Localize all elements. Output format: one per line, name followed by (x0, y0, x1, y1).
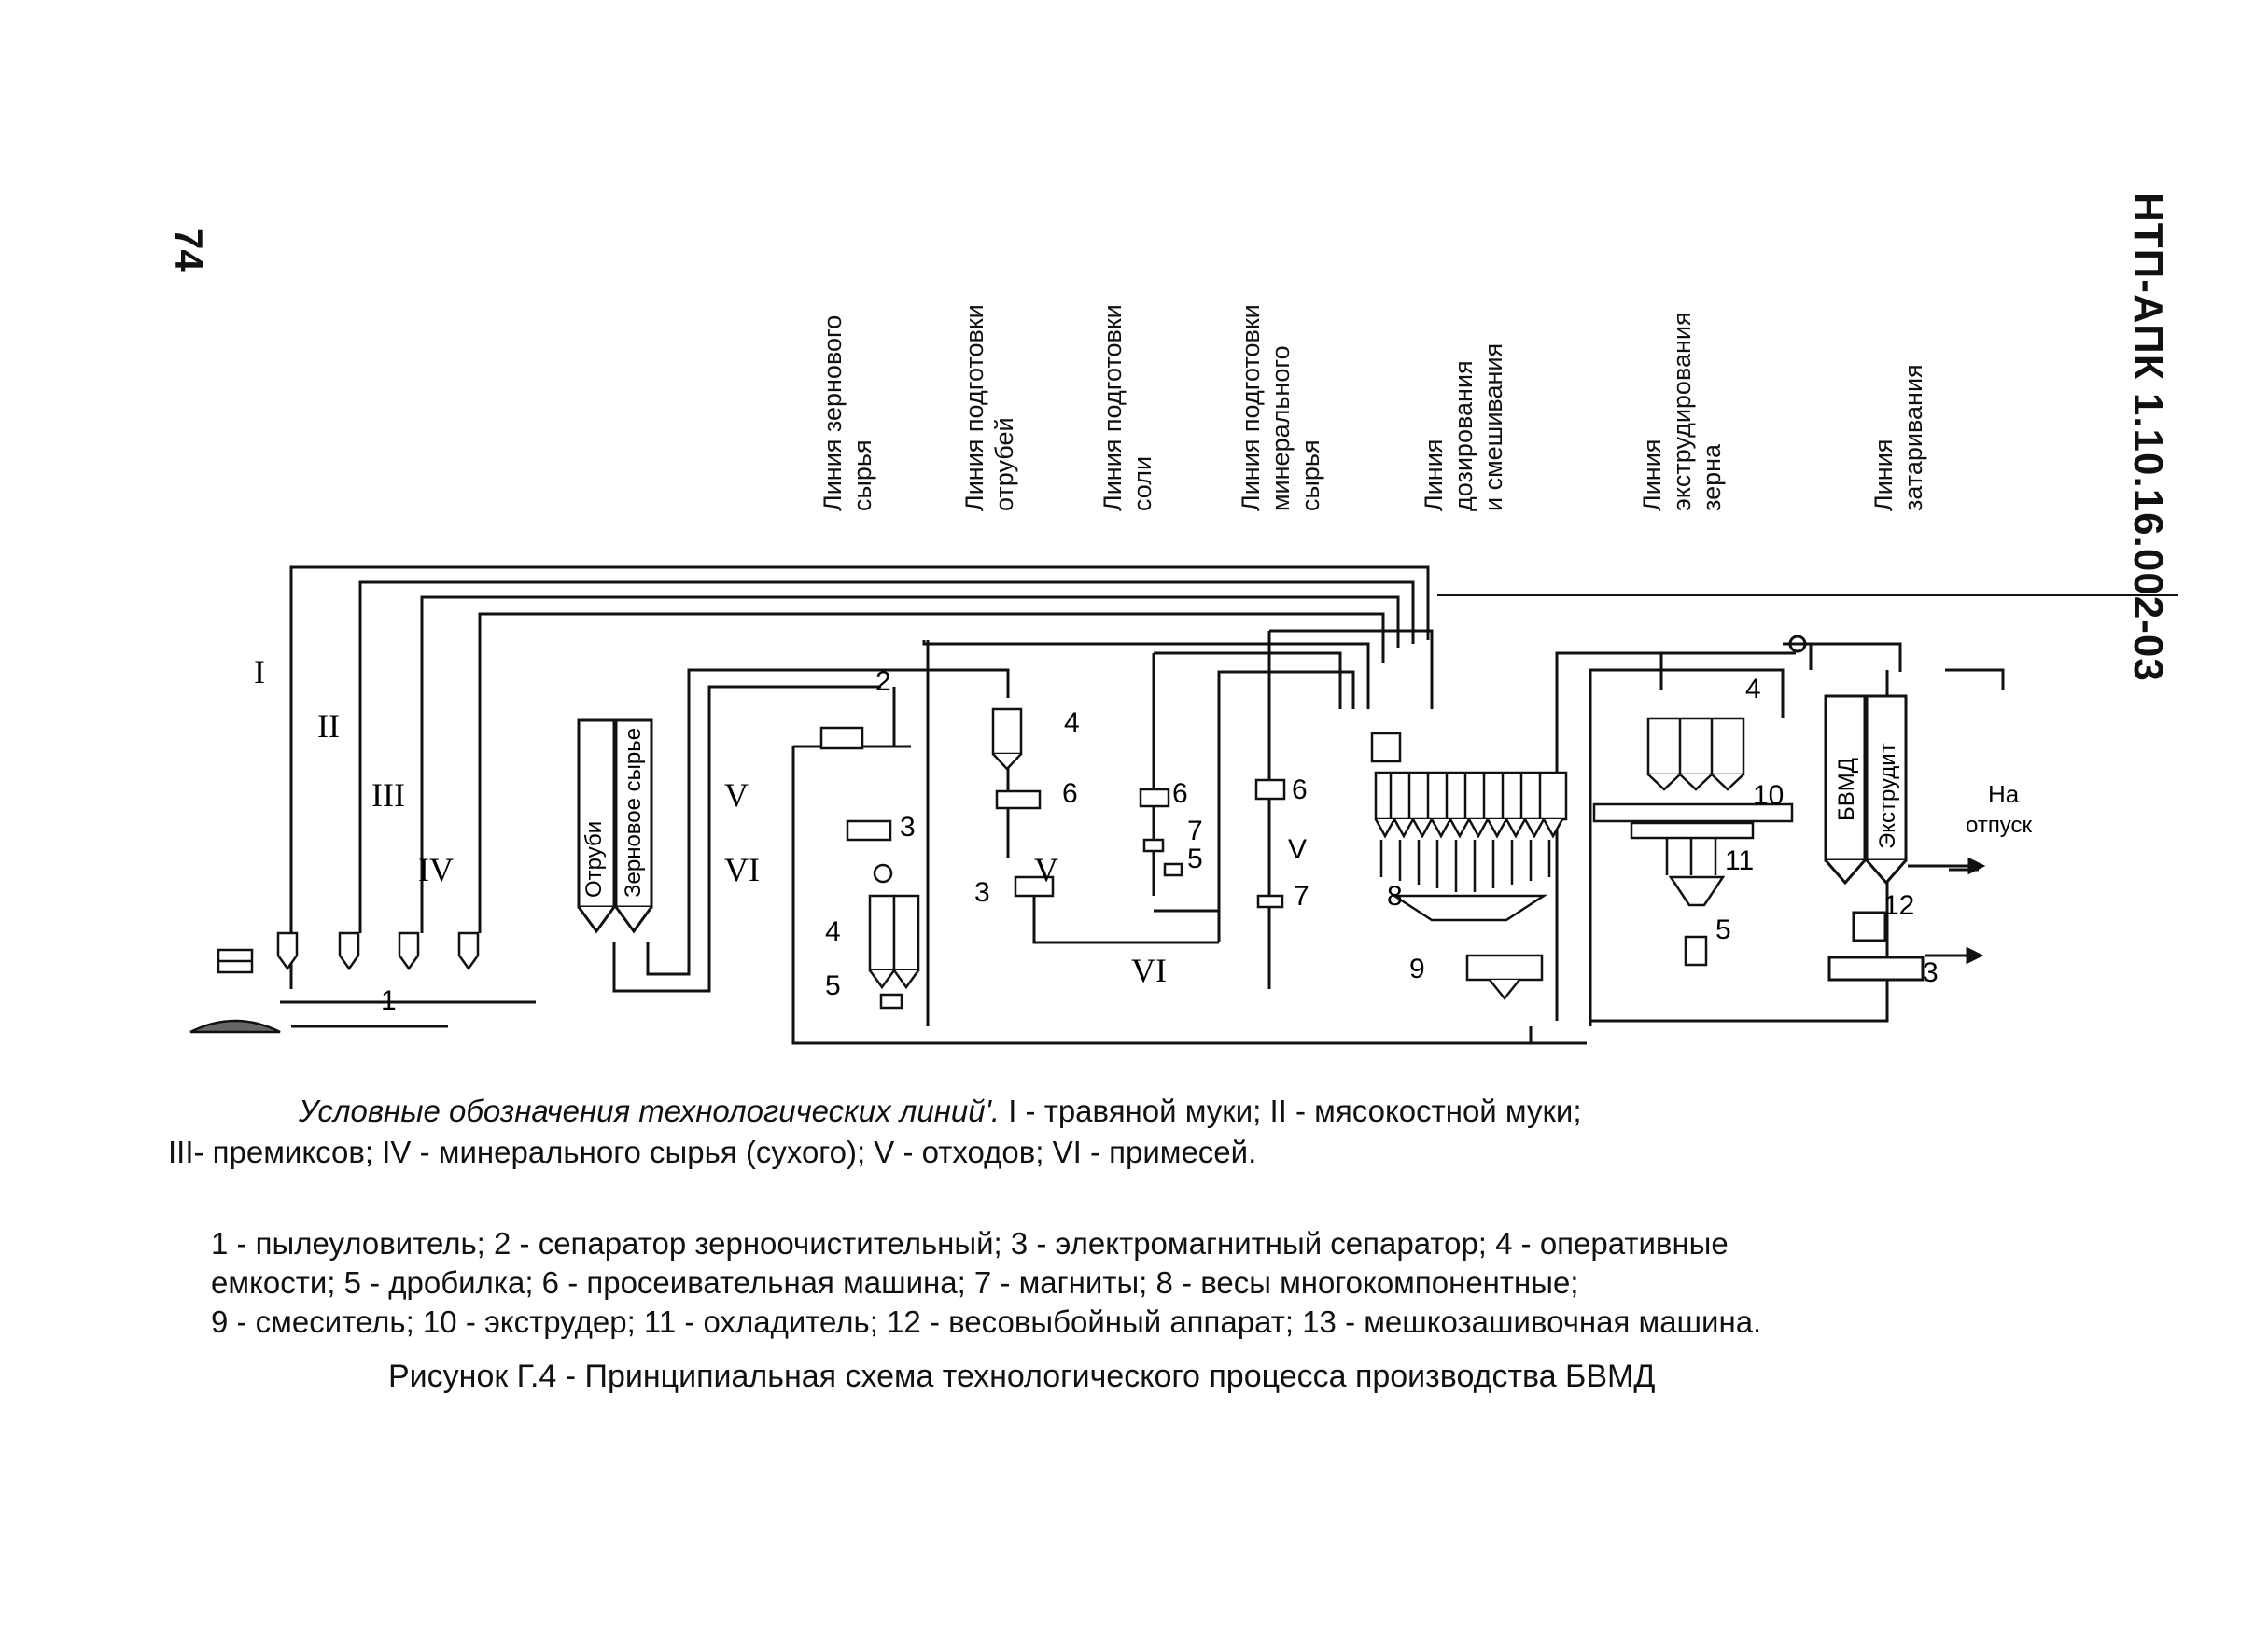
bran-equipment (991, 707, 1055, 898)
label-silo-grain: Зерновое сырье (621, 728, 646, 898)
extrusion-return-line (1589, 668, 1785, 1026)
label-n12: 12 (1883, 890, 1914, 921)
label-n5c: 5 (1715, 914, 1731, 945)
equipment-list-line: 9 - смеситель; 10 - экструдер; 11 - охла… (211, 1304, 1762, 1339)
raw-silos (577, 718, 653, 934)
bran-line-route (1006, 765, 1219, 944)
label-roman-VI: VI (724, 851, 760, 888)
label-n3a: 3 (900, 812, 916, 843)
grain-equipment (819, 726, 920, 1010)
collector-line-I (289, 565, 1430, 989)
label-n5b: 5 (1187, 844, 1203, 874)
label-n7a: 7 (1187, 816, 1203, 846)
grain-to-dosing (922, 640, 1370, 709)
extrusion-equipment (1592, 717, 1794, 967)
extrusion-feed-line (1555, 651, 1796, 1021)
packing-top-line (1945, 668, 2005, 690)
label-silo-bran: Отруби (581, 821, 607, 898)
dosing-bins (1370, 732, 1568, 1001)
label-n11: 11 (1725, 845, 1754, 876)
label-n8: 8 (1387, 881, 1403, 912)
label-roman-II: II (317, 707, 340, 745)
figure-caption: Рисунок Г.4 - Принципиальная схема техно… (388, 1359, 1656, 1394)
label-n6a: 6 (1062, 778, 1078, 809)
legend-line-1-text: I - травяной муки; II - мясокостной муки… (1000, 1094, 1582, 1128)
mineral-line-route (1267, 629, 1434, 989)
label-roman-V: V (724, 776, 749, 814)
salt-equipment (1139, 788, 1183, 877)
label-n9: 9 (1409, 954, 1425, 984)
intake-hoppers (189, 931, 480, 1034)
bran-to-dosing (1217, 670, 1355, 942)
label-n4c: 4 (1745, 674, 1761, 704)
label-release-1: На (1988, 780, 2020, 808)
label-silo-bvmd: БВМД (1834, 758, 1859, 821)
equipment-list: 1 - пылеуловитель; 2 - сепаратор зернооч… (211, 1224, 1761, 1342)
salt-line-route (1152, 651, 1342, 896)
label-roman-IV: IV (418, 851, 454, 888)
legend-title: Условные обозначения технологических лин… (299, 1094, 1001, 1128)
legend-line-2: III- премиксов; IV - минерального сырья … (168, 1135, 1257, 1169)
label-n6c: 6 (1292, 774, 1308, 805)
label-n10: 10 (1753, 780, 1784, 811)
label-n13: 3 (1923, 957, 1939, 988)
bran-feed-line (646, 668, 1010, 976)
label-n7b: 7 (1294, 881, 1309, 912)
mineral-equipment (1254, 778, 1286, 909)
outlet-arrows (1908, 857, 1986, 965)
label-n4a: 4 (825, 916, 841, 947)
label-n4b: 4 (1064, 707, 1080, 738)
label-silo-extrudate: Экструдит (1875, 743, 1900, 849)
label-roman-III: III (371, 776, 405, 814)
collector-line-IV (478, 612, 1385, 933)
grain-feed-line (612, 685, 881, 993)
equipment-list-line: 1 - пылеуловитель; 2 - сепаратор зернооч… (211, 1226, 1729, 1261)
label-roman-I: I (254, 653, 265, 690)
label-n3b: 3 (974, 877, 990, 908)
extrusion-links (1529, 644, 1813, 1043)
label-vi-bottom: VI (1131, 952, 1167, 989)
return-bottom-line (791, 746, 1587, 1045)
label-n6b: 6 (1172, 778, 1188, 809)
packing-equipment (1824, 694, 1925, 982)
label-n2: 2 (875, 666, 891, 697)
collector-line-III (420, 595, 1400, 933)
label-release-2: отпуск (1966, 813, 2033, 838)
label-v-mineral: V (1288, 834, 1307, 865)
junction-node (1788, 635, 1807, 653)
label-n1: 1 (381, 985, 397, 1016)
label-n5a: 5 (825, 970, 841, 1001)
collector-line-II (358, 580, 1415, 933)
equipment-list-line: емкости; 5 - дробилка; 6 - просеивательн… (211, 1265, 1579, 1300)
legend-line-1: Условные обозначения технологических лин… (299, 1094, 1582, 1129)
label-v-bran: V (1034, 851, 1058, 888)
